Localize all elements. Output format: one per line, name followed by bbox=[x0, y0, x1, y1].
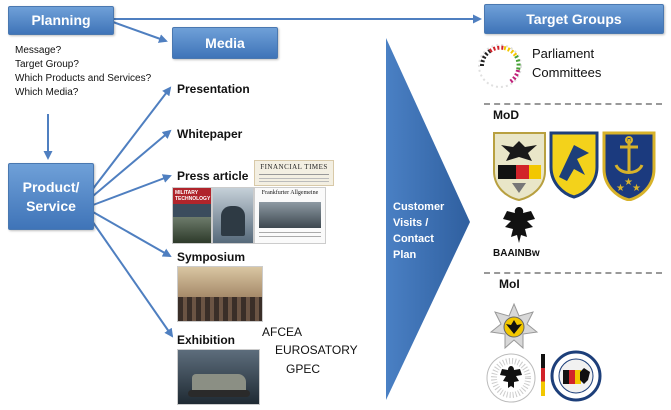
media-box: Media bbox=[172, 27, 278, 59]
target-group-moi: MoI bbox=[499, 277, 520, 291]
ft-masthead: FINANCIAL TIMES bbox=[260, 163, 328, 171]
target-group-baainbw: BAAINBw bbox=[493, 248, 540, 259]
planning-question: Target Group? bbox=[15, 59, 79, 70]
ft-columns bbox=[259, 181, 329, 182]
svg-text:★: ★ bbox=[616, 183, 625, 194]
media-item-whitepaper: Whitepaper bbox=[177, 127, 243, 141]
ft-columns bbox=[259, 178, 329, 179]
parliament-seat-icon bbox=[474, 40, 526, 92]
planning-question: Message? bbox=[15, 45, 62, 56]
section-divider bbox=[484, 272, 662, 274]
arrow-planning-to-media bbox=[112, 21, 168, 43]
planning-question: Which Media? bbox=[15, 87, 79, 98]
planning-box: Planning bbox=[8, 6, 114, 35]
arrow-to-whitepaper bbox=[92, 129, 172, 197]
exhibition-vehicle bbox=[192, 374, 246, 392]
military-masthead: MILITARY TECHNOLOGY bbox=[173, 188, 211, 204]
media-label: Media bbox=[205, 35, 245, 51]
target-groups-box: Target Groups bbox=[484, 4, 664, 34]
planning-label: Planning bbox=[31, 12, 91, 28]
media-item-presentation: Presentation bbox=[177, 82, 250, 96]
arrow-to-press-article bbox=[92, 174, 172, 206]
media-item-press-article: Press article bbox=[177, 169, 249, 183]
big-arrow-shape bbox=[386, 38, 470, 400]
target-group-parliament: Parliament Committees bbox=[532, 46, 602, 80]
svg-text:★: ★ bbox=[632, 183, 641, 194]
magazine-figure bbox=[221, 206, 245, 236]
exhibition-name: EUROSATORY bbox=[275, 343, 358, 357]
big-arrow-label: Customer Visits / Contact Plan bbox=[393, 201, 445, 261]
police-star-icon bbox=[489, 302, 539, 350]
baainbw-eagle-icon bbox=[501, 205, 537, 245]
press-clipping-military: MILITARY TECHNOLOGY bbox=[172, 187, 212, 244]
press-clipping-magazine bbox=[212, 187, 254, 244]
arrow-to-exhibition bbox=[89, 217, 174, 338]
symposium-audience bbox=[178, 297, 262, 321]
arrow-to-presentation bbox=[91, 86, 172, 191]
arrow-to-symposium bbox=[92, 211, 172, 257]
symposium-photo bbox=[177, 266, 263, 322]
exhibition-photo bbox=[177, 349, 260, 405]
product-service-label: Product/ Service bbox=[22, 178, 80, 214]
bsi-seal-icon bbox=[550, 350, 602, 402]
target-groups-label: Target Groups bbox=[526, 11, 622, 27]
exhibition-name: GPEC bbox=[286, 362, 321, 376]
product-service-box: Product/ Service bbox=[8, 163, 94, 230]
bnd-seal-icon bbox=[483, 352, 539, 404]
media-item-symposium: Symposium bbox=[177, 250, 246, 264]
faz-text-line bbox=[259, 236, 321, 237]
military-cover-image bbox=[173, 217, 211, 243]
planning-question: Which Products and Services? bbox=[15, 73, 152, 84]
press-clipping-ft: FINANCIAL TIMES bbox=[254, 160, 334, 186]
press-clipping-faz: Frankfurter Allgemeine bbox=[254, 187, 326, 244]
faz-photo bbox=[259, 202, 321, 228]
section-divider bbox=[484, 103, 662, 105]
target-group-mod: MoD bbox=[493, 108, 519, 122]
exhibition-vehicle-track bbox=[188, 390, 250, 397]
navy-shield-icon: ★ ★ ★ bbox=[602, 131, 656, 202]
airforce-shield-icon bbox=[549, 131, 599, 199]
media-item-exhibition: Exhibition bbox=[177, 333, 235, 347]
exhibition-name: AFCEA bbox=[262, 325, 303, 339]
ft-columns bbox=[259, 174, 329, 175]
faz-text-line bbox=[259, 232, 321, 233]
svg-text:★: ★ bbox=[624, 177, 633, 188]
flag-stripe-icon bbox=[541, 354, 545, 396]
faz-masthead: Frankfurter Allgemeine bbox=[261, 190, 319, 196]
mod-eagle-shield-icon bbox=[492, 131, 547, 202]
